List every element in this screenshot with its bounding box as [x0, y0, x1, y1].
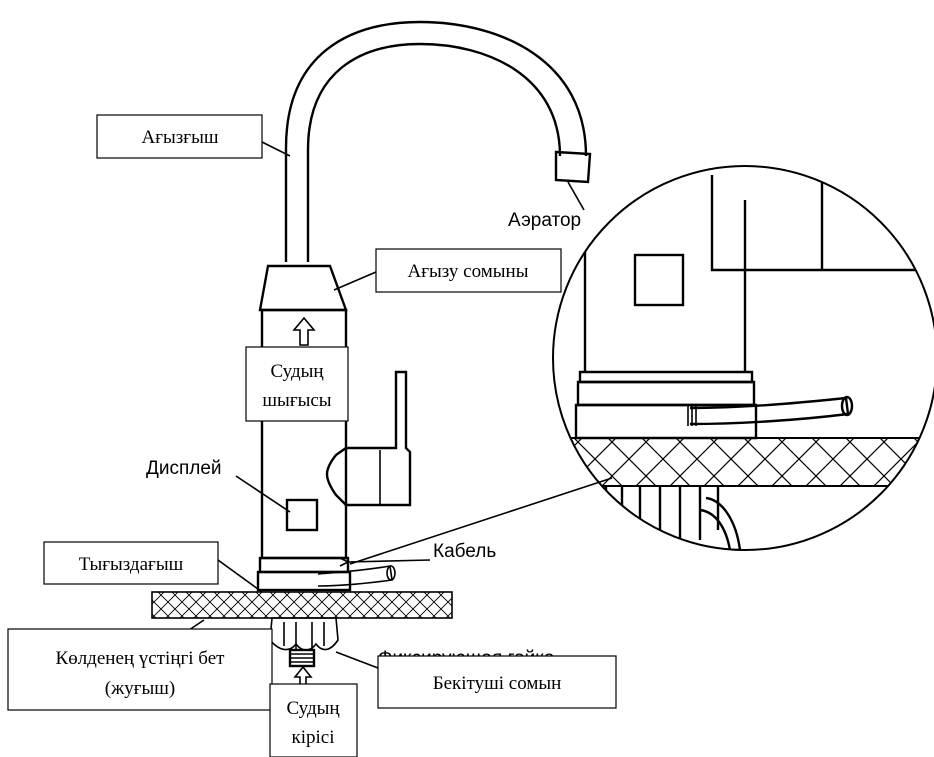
- label-cable: Кабель: [433, 541, 496, 562]
- aerator-tip: [554, 150, 592, 184]
- detail-magnifier: [552, 165, 934, 551]
- cable: [317, 565, 393, 587]
- base-ring-lower: [256, 570, 352, 592]
- label-countertop: Көлденең үстіңгі бет (жуғыш): [7, 628, 273, 711]
- display-window: [285, 498, 319, 532]
- detail-circle: [552, 165, 934, 551]
- svg-text:Көлденең үстіңгі бет: Көлденең үстіңгі бет: [56, 648, 226, 669]
- label-spout-nut: Ағызу сомыны: [375, 248, 562, 293]
- label-fixing-nut: Бекітуші сомын: [377, 655, 617, 709]
- svg-text:Ағызғыш: Ағызғыш: [142, 127, 219, 148]
- label-spout: Ағызғыш: [96, 114, 263, 159]
- fixing-nut-shape: [269, 617, 339, 651]
- svg-text:шығысы: шығысы: [262, 390, 331, 411]
- label-water-inlet: Судың кірісі: [269, 683, 358, 757]
- svg-text:Судың: Судың: [286, 698, 339, 719]
- label-aerator: Аэратор: [508, 210, 581, 231]
- svg-text:Тығыздағыш: Тығыздағыш: [79, 554, 184, 575]
- spout-tube: [284, 20, 588, 262]
- faucet: [151, 20, 592, 691]
- handle: [325, 370, 412, 507]
- svg-text:Судың: Судың: [270, 361, 323, 382]
- label-display: Дисплей: [146, 458, 222, 479]
- spout-nut: [258, 264, 348, 312]
- svg-text:Бекітуші сомын: Бекітуші сомын: [433, 673, 562, 694]
- outlet-arrow-icon: [292, 316, 316, 346]
- leader-lines: [173, 141, 613, 669]
- countertop: [151, 591, 453, 619]
- base-ring-upper: [258, 556, 350, 574]
- svg-text:Ағызу сомыны: Ағызу сомыны: [408, 261, 529, 282]
- label-water-outlet: Судың шығысы: [245, 346, 349, 422]
- label-gasket: Тығыздағыш: [43, 541, 219, 585]
- svg-text:кірісі: кірісі: [291, 727, 334, 748]
- svg-text:(жуғыш): (жуғыш): [105, 678, 175, 699]
